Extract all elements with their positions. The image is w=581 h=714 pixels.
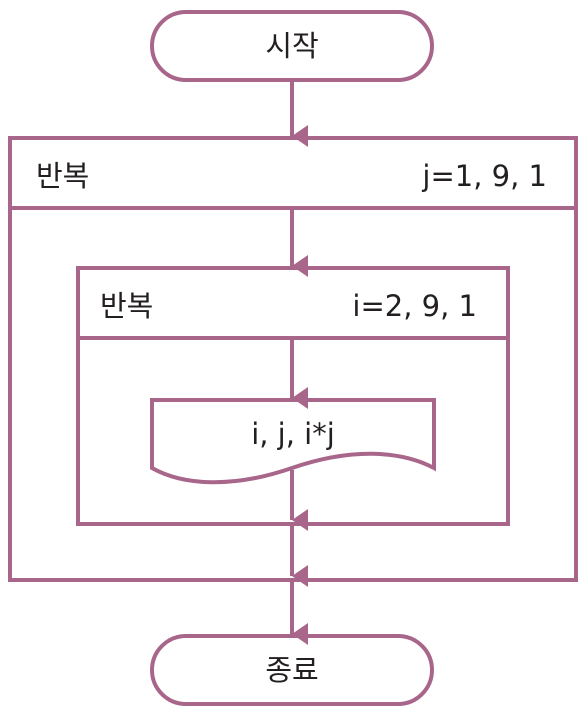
end-label: 종료 (265, 653, 318, 687)
start-terminal: 시작 (150, 10, 434, 82)
inner-loop-condition: i=2, 9, 1 (352, 289, 477, 323)
outer-loop: 반복 j=1, 9, 1 (8, 136, 578, 582)
output-label: i, j, i*j (251, 417, 335, 451)
output-document-shape (150, 398, 436, 485)
output-document: i, j, i*j (150, 398, 436, 485)
outer-loop-condition: j=1, 9, 1 (421, 159, 547, 193)
end-shape (150, 634, 434, 706)
end-terminal: 종료 (150, 634, 434, 706)
start-label: 시작 (265, 29, 318, 63)
inner-loop-keyword: 반복 (100, 289, 153, 323)
outer-loop-keyword: 반복 (36, 159, 89, 193)
